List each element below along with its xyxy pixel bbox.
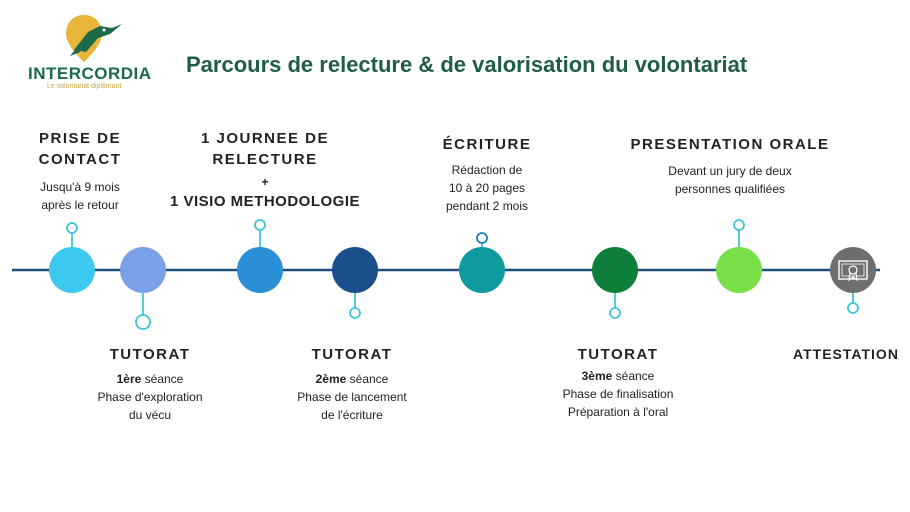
timeline-node: [120, 247, 166, 293]
stage-desc-line: du vécu: [128, 408, 172, 422]
stage-desc-line: Devant un jury de deux: [668, 164, 792, 178]
certificate-icon: [838, 260, 868, 282]
stage-journee-relecture: 1 JOURNEE DE RELECTURE + 1 VISIO METHODO…: [165, 128, 365, 212]
timeline-node: [332, 247, 378, 293]
session-word: séance: [612, 369, 655, 383]
connector-dot: [609, 307, 621, 319]
stage-attestation: ATTESTATION: [784, 344, 908, 365]
session-label: 3ème séance: [530, 367, 706, 385]
brand-tagline: Le volontariat diplômant: [47, 83, 122, 90]
timeline-node: [592, 247, 638, 293]
stage-desc-line: Phase d'exploration: [97, 390, 203, 404]
session-number: 3ème: [581, 369, 613, 383]
stage-desc-line: Phase de finalisation: [562, 387, 674, 401]
timeline-node: [830, 247, 876, 293]
stage-title-line: ÉCRITURE: [442, 136, 532, 153]
stage-title-line: CONTACT: [38, 151, 122, 168]
session-number: 2ème: [315, 372, 347, 386]
connector-dot: [476, 232, 488, 244]
session-label: 2ème séance: [272, 370, 432, 388]
stage-title: TUTORAT: [311, 346, 393, 363]
connector-dot: [847, 302, 859, 314]
brand-name: INTERCORDIA: [28, 64, 152, 83]
connector-dot: [733, 219, 745, 231]
hummingbird-logo-icon: [66, 15, 122, 62]
logo: [22, 10, 172, 95]
stage-tutorat-1: TUTORAT 1ère séance Phase d'exploration …: [70, 344, 230, 424]
stage-title: ATTESTATION: [793, 346, 899, 362]
stage-tutorat-3: TUTORAT 3ème séance Phase de finalisatio…: [530, 344, 706, 421]
connector-dot: [254, 219, 266, 231]
stage-desc-line: personnes qualifiées: [674, 182, 786, 196]
certificate-inner: [841, 263, 865, 277]
connector-dot: [135, 314, 151, 330]
stage-title-line: RELECTURE: [212, 151, 318, 168]
stage-ecriture: ÉCRITURE Rédaction de 10 à 20 pages pend…: [420, 134, 554, 215]
stage-desc-line: de l'écriture: [321, 408, 383, 422]
timeline-node: [49, 247, 95, 293]
certificate-seal: [848, 265, 858, 275]
timeline-node: [459, 247, 505, 293]
session-word: séance: [141, 372, 184, 386]
stage-title: TUTORAT: [577, 346, 659, 363]
stage-prise-de-contact: PRISE DE CONTACT Jusqu'à 9 mois après le…: [20, 128, 140, 214]
stage-desc-line: Rédaction de: [451, 163, 523, 177]
stage-desc-line: pendant 2 mois: [445, 199, 529, 213]
stage-desc-line: 10 à 20 pages: [448, 181, 526, 195]
timeline-node: [716, 247, 762, 293]
session-label: 1ère séance: [70, 370, 230, 388]
connector-dot: [66, 222, 78, 234]
stage-tutorat-2: TUTORAT 2ème séance Phase de lancement d…: [272, 344, 432, 424]
certificate-ribbon: [848, 272, 858, 282]
page-title: Parcours de relecture & de valorisation …: [186, 52, 748, 77]
connector-dot: [349, 307, 361, 319]
stage-desc-line: après le retour: [41, 198, 119, 212]
stage-title-line: 1 JOURNEE DE: [200, 130, 330, 147]
timeline-node: [237, 247, 283, 293]
stage-title: TUTORAT: [109, 346, 191, 363]
stage-plus: +: [261, 175, 269, 189]
session-word: séance: [346, 372, 389, 386]
stage-desc-line: Jusqu'à 9 mois: [40, 180, 120, 194]
stage-desc-line: Phase de lancement: [297, 390, 407, 404]
certificate-frame: [838, 260, 868, 280]
stage-desc-line: Préparation à l'oral: [567, 405, 669, 419]
stage-title-line: PRESENTATION ORALE: [630, 136, 830, 153]
stage-extra: 1 VISIO METHODOLOGIE: [169, 193, 361, 210]
stage-title-line: PRISE DE: [38, 130, 122, 147]
stage-presentation-orale: PRESENTATION ORALE Devant un jury de deu…: [620, 134, 840, 198]
session-number: 1ère: [116, 372, 142, 386]
